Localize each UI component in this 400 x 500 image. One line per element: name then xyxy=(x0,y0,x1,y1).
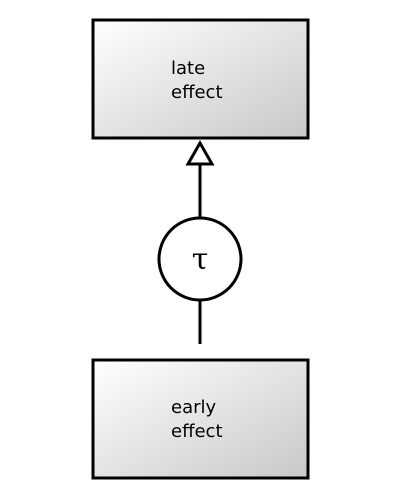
late-effect-box xyxy=(91,18,310,140)
early-effect-label: early effect xyxy=(171,396,223,444)
late-effect-label-line1: late xyxy=(171,58,206,79)
late-effect-label-line2: effect xyxy=(171,82,223,103)
late-effect-label: late effect xyxy=(171,57,223,105)
early-effect-box xyxy=(91,358,310,480)
arrowhead-icon xyxy=(185,139,215,166)
early-effect-label-line1: early xyxy=(171,397,217,418)
tau-symbol: τ xyxy=(191,241,209,277)
early-effect-label-line2: effect xyxy=(171,421,223,442)
